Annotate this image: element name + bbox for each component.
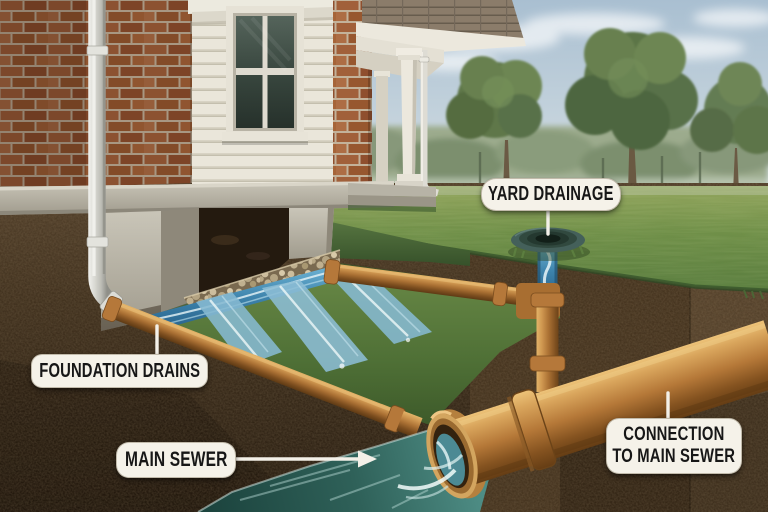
downspout-pipe <box>86 0 123 316</box>
porch-rear-column <box>376 76 388 185</box>
window <box>222 6 308 145</box>
tree-left <box>446 56 542 192</box>
label-yard-drainage-text: YARD DRAINAGE <box>488 183 614 205</box>
porch <box>356 0 526 197</box>
tree-right <box>690 62 768 192</box>
porch-fascia <box>356 22 526 52</box>
tree-center <box>565 28 698 193</box>
label-foundation-drains-text: FOUNDATION DRAINS <box>39 359 200 382</box>
label-connection-to-main-sewer: CONNECTION TO MAIN SEWER <box>606 418 742 474</box>
window-meeting-rail <box>236 68 294 75</box>
lawn-cut-grass-face <box>331 222 470 266</box>
porch-slab <box>348 183 436 212</box>
label-main-sewer: MAIN SEWER <box>116 442 236 478</box>
label-foundation-drains: FOUNDATION DRAINS <box>31 354 208 388</box>
foundation-pier-right <box>289 208 334 259</box>
label-yard-drainage: YARD DRAINAGE <box>481 178 621 211</box>
yard-branch-pipe <box>323 259 519 307</box>
yard-drain-inlet <box>508 227 590 261</box>
label-connection-line1: CONNECTION <box>623 423 725 445</box>
label-connection-line2: TO MAIN SEWER <box>612 446 736 467</box>
foundation-drain-pipe <box>101 296 423 438</box>
house <box>0 0 526 331</box>
window-sill <box>222 132 308 141</box>
label-leader-lines <box>155 205 670 468</box>
label-main-sewer-text: MAIN SEWER <box>124 448 228 471</box>
water-cascades <box>196 272 432 372</box>
porch-front-column <box>395 48 423 189</box>
sewer-outflow-water <box>197 428 492 512</box>
outflow-foam <box>397 453 464 500</box>
main-sewer-arrow-head <box>358 450 377 468</box>
foundation-drain-water <box>146 266 334 332</box>
